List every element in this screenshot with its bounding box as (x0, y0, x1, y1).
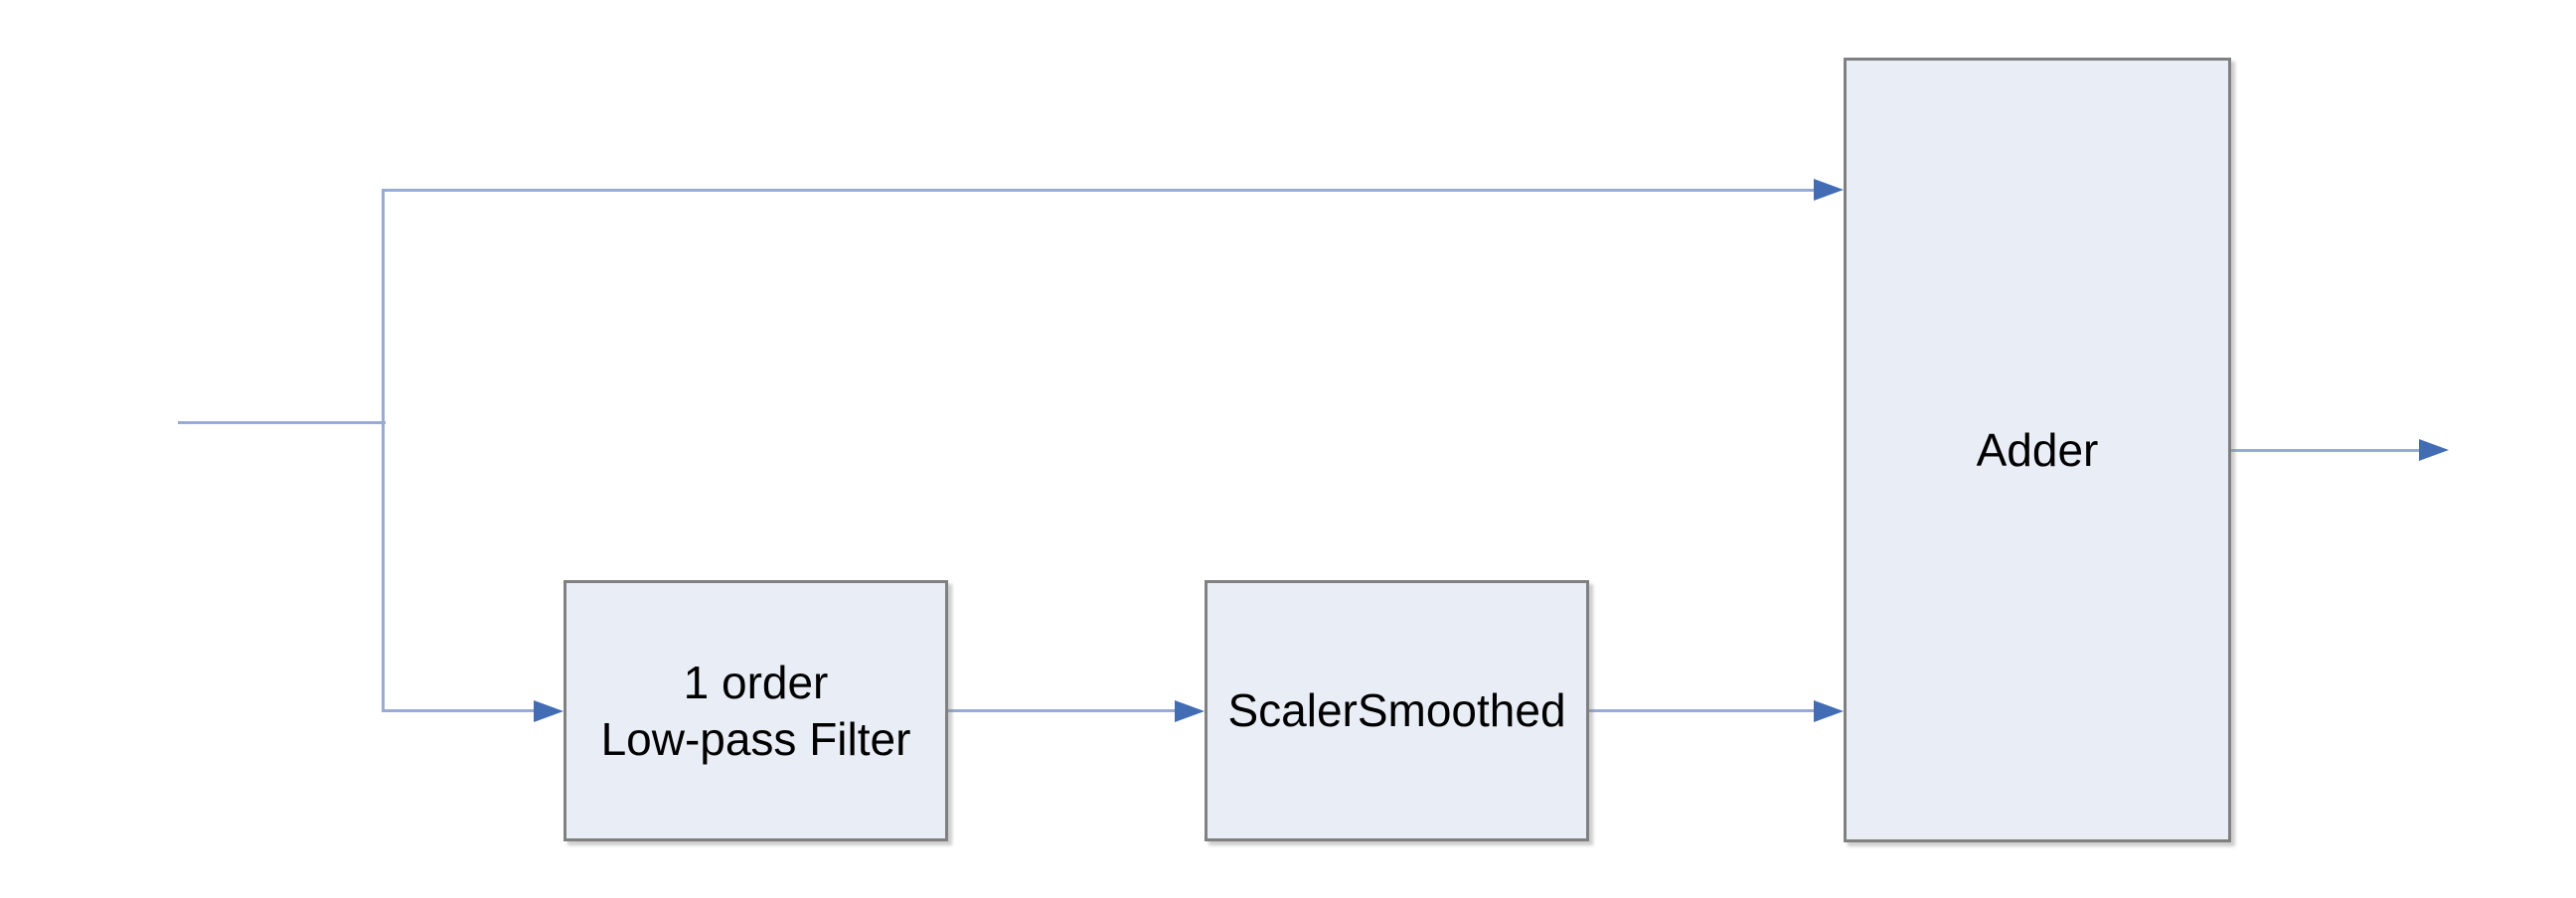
connector-branch-vertical (382, 189, 385, 712)
node-lowpass-filter: 1 order Low-pass Filter (564, 580, 948, 841)
arrowhead-into-scaler-icon (1175, 700, 1205, 722)
arrowhead-into-adder-bottom-icon (1814, 700, 1844, 722)
connector-branch-to-filter (382, 709, 534, 712)
node-scaler-smoothed-label: ScalerSmoothed (1227, 684, 1566, 737)
node-lowpass-filter-label: 1 order Low-pass Filter (601, 655, 911, 766)
node-lowpass-filter-label-line1: 1 order (683, 657, 829, 709)
connector-input-stub (178, 421, 386, 424)
connector-filter-to-scaler (948, 709, 1175, 712)
arrowhead-into-adder-top-icon (1814, 179, 1844, 201)
arrowhead-into-filter-icon (534, 700, 564, 722)
connector-scaler-to-adder (1589, 709, 1814, 712)
connector-output (2231, 449, 2419, 452)
node-scaler-smoothed: ScalerSmoothed (1205, 580, 1589, 841)
node-adder: Adder (1844, 58, 2231, 842)
connector-top-rail (382, 189, 1814, 192)
node-adder-label: Adder (1976, 423, 2099, 476)
arrowhead-output-icon (2419, 439, 2449, 461)
node-lowpass-filter-label-line2: Low-pass Filter (600, 712, 911, 765)
